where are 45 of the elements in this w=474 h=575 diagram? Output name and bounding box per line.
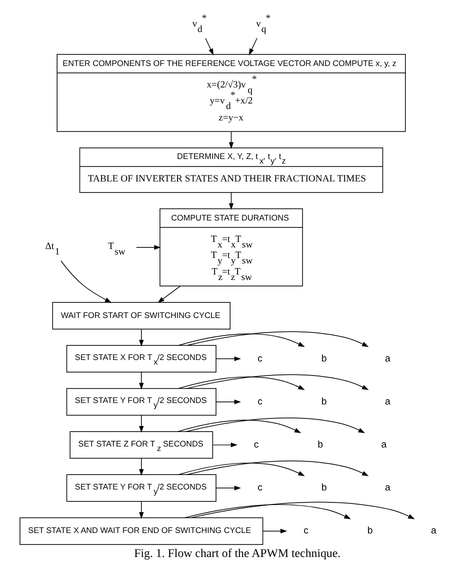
node-text: a [384,396,390,408]
arrow [136,245,161,250]
node-text: c [254,439,259,450]
node-text: b [321,396,327,408]
arrow [205,38,214,56]
arrow [178,462,305,476]
arrow [216,486,241,490]
node-text: b [318,439,324,450]
node-text: b [367,526,373,537]
arrow [216,400,241,404]
node-text: c [258,396,262,408]
arrow [139,501,144,519]
node-text: c [258,353,262,364]
node-box: WAIT FOR START OF SWITCHING CYCLE [52,302,230,330]
arrow [158,286,181,303]
arrow [139,328,144,347]
arrow [177,420,302,434]
arrow [248,38,258,56]
arrow [139,458,144,476]
node-text: a [381,439,387,450]
node-text: b [321,353,327,364]
arrow [60,260,112,303]
node-text: c [304,526,308,537]
arrow [178,334,305,347]
node-text: a [384,353,390,364]
arrow [139,372,144,390]
arrow [216,356,241,362]
arrow [186,331,369,347]
arrow [212,442,238,448]
node-text: c [258,482,262,494]
arrow [191,502,415,520]
node-box: SET STATE X AND WAIT FOR END OF SWITCHING CYCLE [20,517,264,545]
arrow [184,504,351,520]
arrow [139,414,144,433]
arrow [186,418,366,434]
arrow [262,528,288,534]
arrow [178,376,305,390]
node-text: a [384,482,390,494]
caption: Fig. 1. Flow chart of the APWM technique. [134,546,341,560]
arrow [186,460,369,476]
arrow [186,374,369,390]
arrow [228,131,234,149]
node-text: b [321,482,327,494]
node-text: a [431,526,436,537]
arrow [228,192,234,210]
